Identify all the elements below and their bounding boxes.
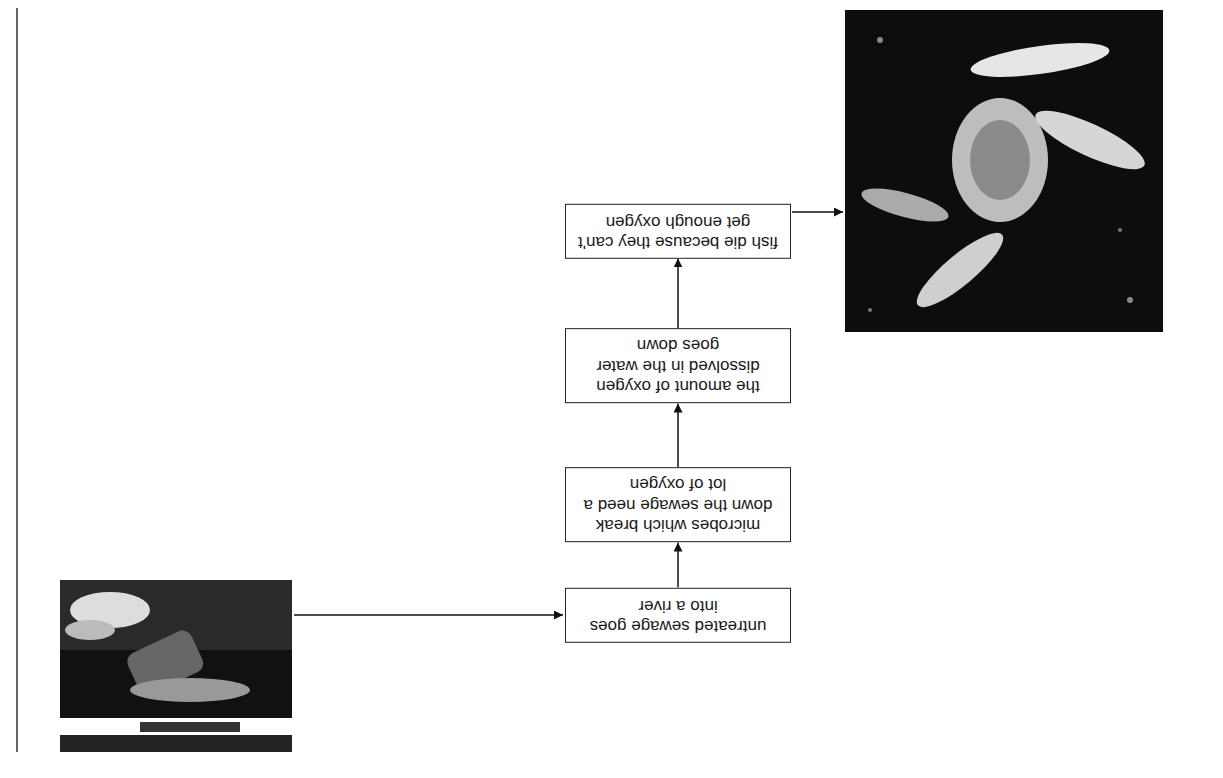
- inflow-arrow: [294, 614, 563, 616]
- process-box: the amount of oxygen dissolved in the wa…: [565, 328, 791, 403]
- process-box: microbes which break down the sewage nee…: [565, 467, 791, 542]
- margin-line: [16, 8, 18, 752]
- box-text: microbes which break down the sewage nee…: [576, 474, 780, 535]
- flow-arrow: [677, 543, 679, 588]
- box-text: fish die because they can't get enough o…: [576, 211, 780, 252]
- dead-fish-photo: [845, 10, 1163, 332]
- process-box: untreated sewage goes into a river: [565, 588, 791, 643]
- box-text: untreated sewage goes into a river: [576, 595, 780, 636]
- box-text: the amount of oxygen dissolved in the wa…: [576, 335, 780, 396]
- flow-arrow: [677, 404, 679, 468]
- flow-arrow: [677, 258, 679, 328]
- sewage-photo: [60, 580, 292, 752]
- process-box: fish die because they can't get enough o…: [565, 204, 791, 259]
- outcome-arrow: [792, 211, 843, 213]
